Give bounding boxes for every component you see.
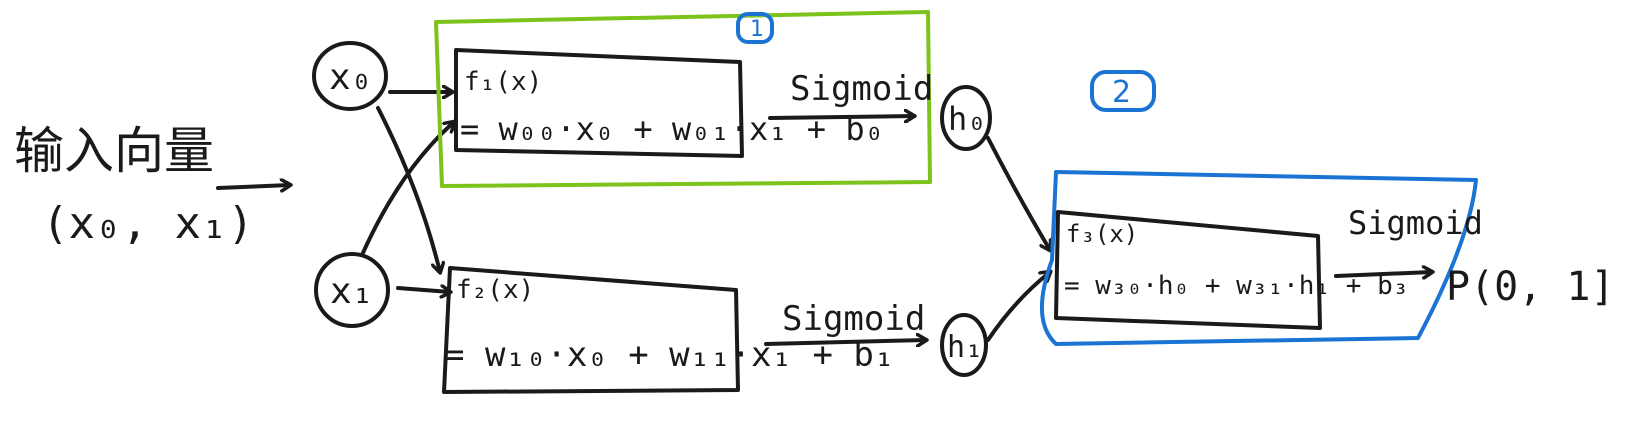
box-f2-name: f₂(x) <box>456 275 534 305</box>
node-x0-label: x₀ <box>329 57 372 98</box>
group-2-number: 2 <box>1112 75 1131 110</box>
activation-2-arrow <box>764 340 926 344</box>
node-x1-label: x₁ <box>330 271 373 312</box>
activation-1-label: Sigmoid <box>790 69 933 109</box>
activation-2-label: Sigmoid <box>782 299 925 339</box>
output-label: P(0, 1] <box>1446 264 1615 310</box>
edge-x0-f2 <box>376 106 440 272</box>
box-f3: f₃(x) = w₃₀·h₀ + w₃₁·h₁ + b₃ <box>1054 210 1408 330</box>
input-arrow <box>216 185 290 188</box>
activation-1-arrow <box>768 116 914 118</box>
node-h1-label: h₁ <box>947 330 983 365</box>
node-x0: x₀ <box>312 41 388 111</box>
input-vector: (x₀, x₁) <box>42 198 254 249</box>
node-h0: h₀ <box>940 85 992 151</box>
group-2-outline <box>1040 170 1478 346</box>
group-2-badge: 2 <box>1090 70 1156 112</box>
edge-h1-f3 <box>986 272 1050 342</box>
group-1-badge: 1 <box>736 12 774 44</box>
node-h0-label: h₀ <box>948 100 987 138</box>
node-h1: h₁ <box>940 313 988 377</box>
box-f1-name: f₁(x) <box>464 67 542 97</box>
box-f3-name: f₃(x) <box>1066 220 1138 248</box>
group-1-number: 1 <box>750 17 764 42</box>
edge-h0-f3 <box>986 136 1050 250</box>
activation-3-arrow <box>1334 272 1432 276</box>
edge-x1-f2 <box>396 288 450 292</box>
node-x1: x₁ <box>314 252 390 328</box>
activation-3-label: Sigmoid <box>1348 204 1483 242</box>
input-title: 输入向量 <box>14 122 214 180</box>
